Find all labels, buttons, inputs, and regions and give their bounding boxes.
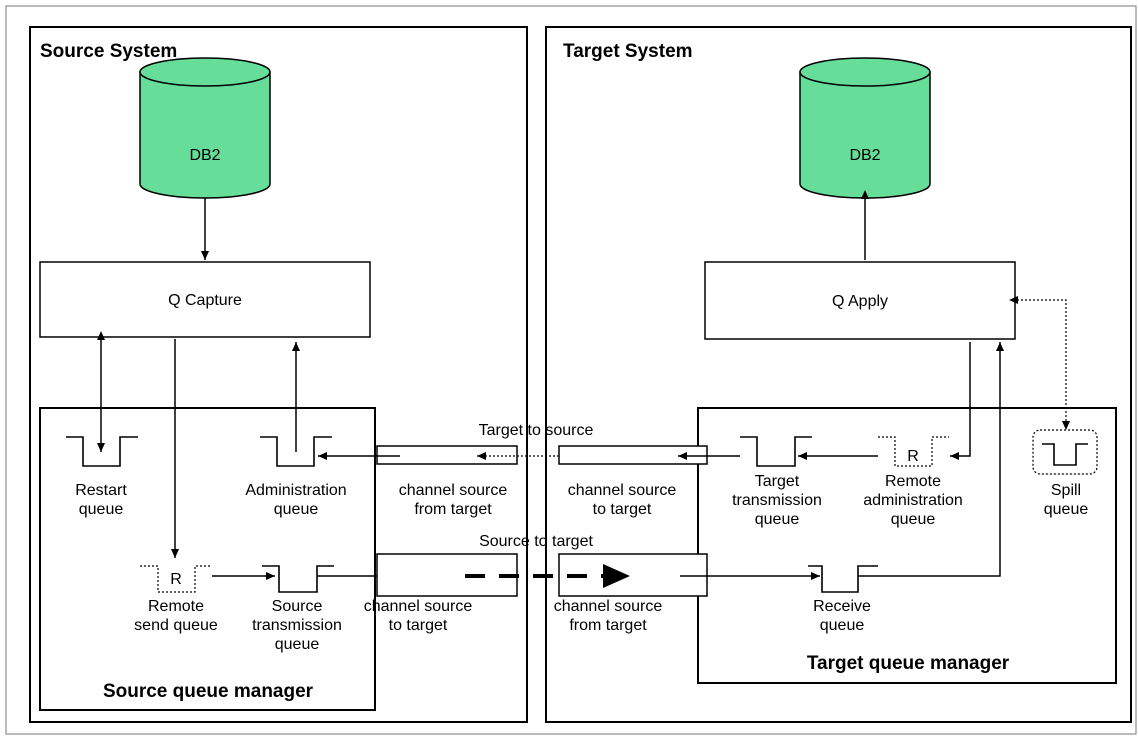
administration-queue-icon [260, 436, 332, 467]
source-to-target-arrowhead [603, 564, 630, 588]
q-capture-box [39, 261, 371, 338]
apply-to-remote-admin-arrow [950, 342, 971, 460]
source-db2-label: DB2 [189, 147, 220, 164]
restart-queue-icon [66, 436, 138, 467]
target-transmission-queue-label-1: Target [755, 473, 800, 490]
source-queue-manager-title: Source queue manager [103, 681, 314, 702]
source-transmission-queue-label-3: queue [275, 636, 320, 653]
channel-src-from-target-label-2: from target [414, 501, 492, 518]
channel-source-from-target-pipe [376, 445, 518, 465]
source-transmission-queue-label-1: Source [272, 598, 323, 615]
receive-queue-icon [808, 565, 878, 593]
source-transmission-queue-icon [262, 565, 334, 593]
channel-src-to-target-label-2: to target [389, 617, 448, 634]
receive-to-apply-arrow [858, 342, 1004, 577]
administration-queue-label-2: queue [274, 501, 319, 518]
remote-administration-queue-label-1: Remote [885, 473, 941, 490]
target-to-source-label: Target to source [479, 422, 594, 439]
target-queue-manager-title: Target queue manager [807, 653, 1010, 674]
target-system-title: Target System [563, 41, 693, 62]
channel-src-to-target-label-1: channel source [364, 598, 473, 615]
remote-administration-queue-icon [878, 436, 949, 467]
target-transmission-queue-label-2: transmission [732, 492, 822, 509]
remote-administration-queue-label-3: queue [891, 511, 936, 528]
remote-administration-queue-label-2: administration [863, 492, 963, 509]
channel-tgt-to-target-label-1: channel source [568, 482, 677, 499]
target-queue-manager-box [697, 407, 1117, 684]
remote-send-queue-label-1: Remote [148, 598, 204, 615]
restart-queue-label-2: queue [79, 501, 124, 518]
source-db2-database-icon [139, 57, 271, 199]
channel-tgt-from-target-label-2: from target [569, 617, 647, 634]
source-system-title: Source System [40, 41, 177, 62]
target-system-panel [545, 26, 1132, 723]
restart-queue-label-1: Restart [75, 482, 127, 499]
source-transmission-queue-label-2: transmission [252, 617, 342, 634]
target-db2-database-icon [799, 57, 931, 199]
remote-send-queue-marker: R [170, 571, 182, 588]
spill-queue-label-1: Spill [1051, 482, 1081, 499]
source-queue-manager-box [39, 407, 376, 711]
channel-target-to-target-pipe [558, 445, 708, 465]
receive-queue-label-2: queue [820, 617, 865, 634]
outer-frame [5, 5, 1137, 735]
target-transmission-queue-label-3: queue [755, 511, 800, 528]
q-capture-label: Q Capture [168, 292, 242, 309]
remote-send-queue-label-2: send queue [134, 617, 218, 634]
receive-queue-label-1: Receive [813, 598, 871, 615]
apply-spill-dotted-arrow [1009, 296, 1070, 430]
target-db2-label: DB2 [849, 147, 880, 164]
remote-administration-queue-marker: R [907, 448, 919, 465]
spill-queue-icon [1042, 443, 1088, 466]
channel-tgt-from-target-label-1: channel source [554, 598, 663, 615]
spill-queue-frame [1032, 429, 1098, 475]
source-to-target-label: Source to target [479, 533, 593, 550]
target-transmission-queue-icon [740, 436, 812, 467]
channel-src-from-target-label-1: channel source [399, 482, 508, 499]
administration-queue-label-1: Administration [245, 482, 346, 499]
channel-source-to-target-pipe [376, 553, 518, 597]
channel-tgt-to-target-label-2: to target [593, 501, 652, 518]
spill-queue-label-2: queue [1044, 501, 1089, 518]
q-apply-label: Q Apply [832, 293, 888, 310]
remote-send-queue-icon [140, 565, 212, 593]
source-system-panel [29, 26, 528, 723]
